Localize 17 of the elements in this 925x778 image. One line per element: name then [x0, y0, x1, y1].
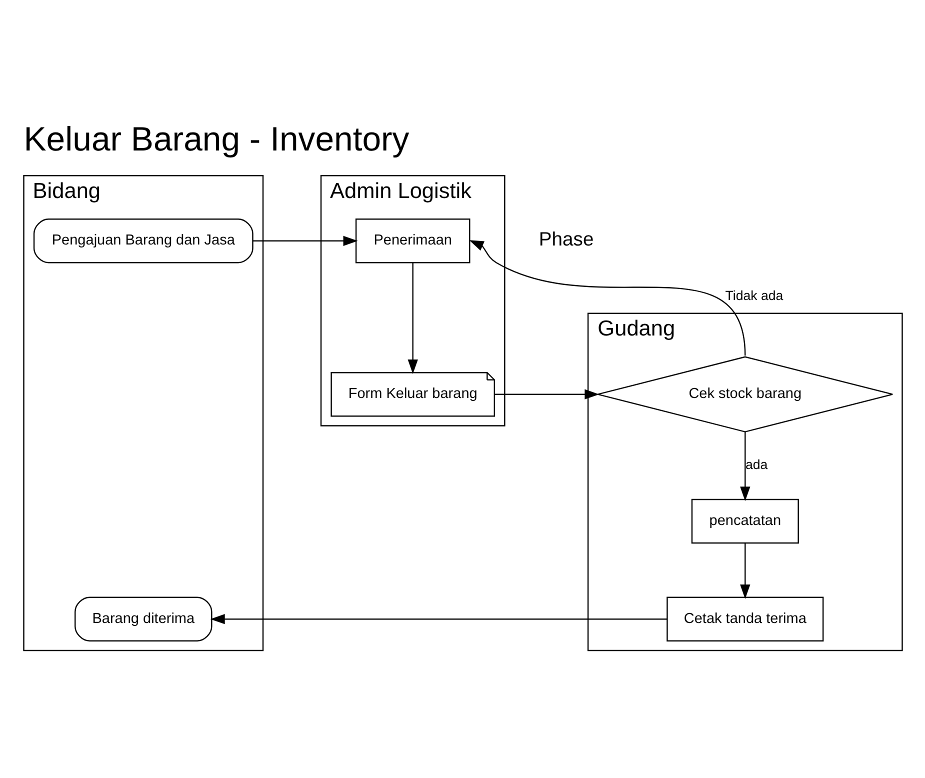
edge-label: ada — [745, 456, 768, 472]
arrow — [494, 388, 599, 399]
node-box: pencatatan — [690, 498, 798, 544]
node-box: Cetak tanda terima — [666, 596, 824, 641]
arrow — [252, 235, 358, 246]
node-box: Barang diterima — [74, 596, 212, 641]
node-box: Pengajuan Barang dan Jasa — [32, 218, 253, 263]
edge-label: Tidak ada — [724, 287, 783, 302]
arrow — [407, 262, 418, 374]
arrow — [740, 542, 750, 599]
node-box: Penerimaan — [354, 218, 470, 263]
arrow — [210, 614, 667, 624]
arrow — [468, 240, 746, 356]
arrow — [740, 431, 750, 501]
diagram-title: Keluar Barang - Inventory — [23, 120, 409, 158]
node-diamond: Cek stock barang — [596, 356, 893, 432]
label: Phase — [538, 228, 594, 250]
